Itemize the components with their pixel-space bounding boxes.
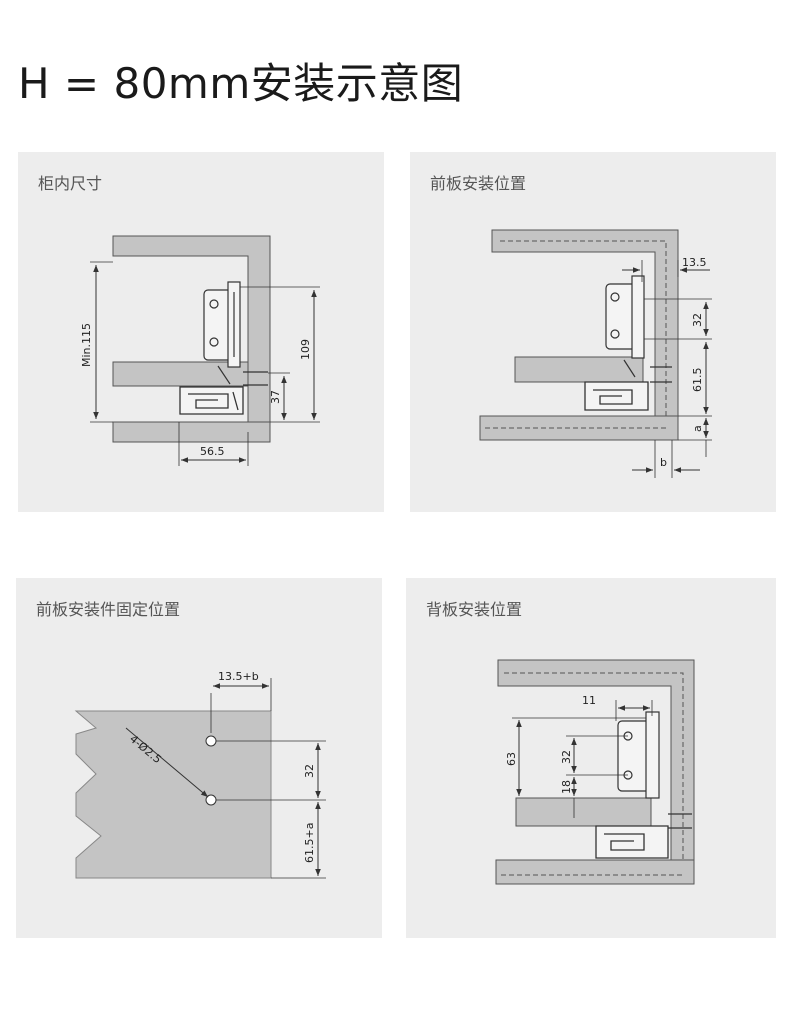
dim-13-5: 13.5 xyxy=(682,256,707,269)
front-fitting-diagram: 4-Ø2.5 13.5+b 32 61.5+a xyxy=(74,670,326,879)
dim-109: 109 xyxy=(299,339,312,360)
drawer-bottom xyxy=(112,361,249,387)
dim-63: 63 xyxy=(505,752,518,766)
dim-13-5-b: 13.5+b xyxy=(218,670,259,683)
bracket xyxy=(605,275,645,359)
drawer-bottom xyxy=(514,356,644,383)
cabinet-bottom xyxy=(112,421,271,443)
dim-61-5: 61.5 xyxy=(691,368,704,393)
cabinet-size-diagram: Min.115 109 37 56.5 xyxy=(80,235,320,466)
dim-32: 32 xyxy=(303,764,316,778)
front-board-diagram: 13.5 32 61.5 a b xyxy=(479,229,712,478)
panel-front-board-position: 前板安装位置 xyxy=(410,152,776,512)
dim-18: 18 xyxy=(560,780,573,794)
front-board xyxy=(74,710,272,879)
dim-32: 32 xyxy=(691,313,704,327)
dim-min115: Min.115 xyxy=(80,323,93,367)
panel-label: 前板安装位置 xyxy=(430,174,527,193)
slide-rail xyxy=(595,825,669,859)
dim-61-5-a: 61.5+a xyxy=(303,823,316,863)
back-board-diagram: 11 63 32 18 xyxy=(495,659,695,885)
drawer-bottom xyxy=(515,797,652,827)
panel-label: 前板安装件固定位置 xyxy=(36,600,181,619)
dim-a: a xyxy=(691,425,704,432)
dim-b: b xyxy=(660,456,667,469)
slide-rail xyxy=(584,381,649,411)
screws xyxy=(217,365,268,386)
bracket xyxy=(203,281,241,368)
dim-56-5: 56.5 xyxy=(200,445,225,458)
dim-37: 37 xyxy=(269,390,282,404)
dim-11: 11 xyxy=(582,694,596,707)
panel-front-fitting-position: 前板安装件固定位置 4-Ø2.5 13.5+b 32 61.5+a xyxy=(16,578,382,938)
screws xyxy=(668,813,692,829)
panel-label: 背板安装位置 xyxy=(426,600,523,619)
panel-cabinet-inner-size: 柜内尺寸 xyxy=(18,152,384,512)
bracket xyxy=(617,711,660,799)
cabinet-bottom xyxy=(495,859,695,885)
screws xyxy=(623,359,672,383)
page-title: H = 80mm安装示意图 xyxy=(18,59,464,108)
panel-label: 柜内尺寸 xyxy=(38,174,103,193)
hole-top xyxy=(205,735,217,747)
dim-32: 32 xyxy=(560,750,573,764)
panel-back-board-position: 背板安装位置 xyxy=(406,578,776,938)
slide-rail xyxy=(179,386,244,415)
